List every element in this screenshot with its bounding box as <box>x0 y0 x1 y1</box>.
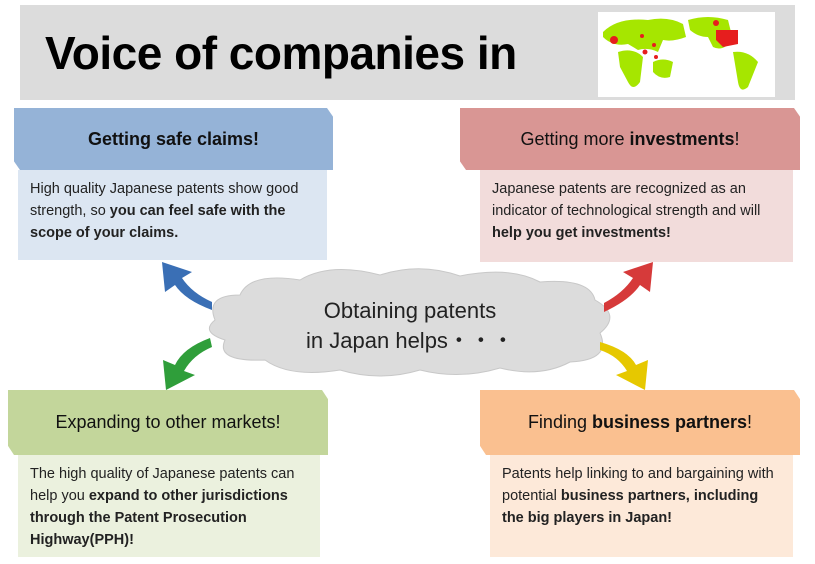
text-segment: ! <box>747 412 752 432</box>
card-heading-safe-claims: Getting safe claims! <box>14 108 333 170</box>
text-segment: Japanese patents are recognized as an in… <box>492 181 760 219</box>
card-body-investments: Japanese patents are recognized as an in… <box>480 170 793 262</box>
text-segment: investments <box>629 129 734 149</box>
center-line-2: in Japan helps・・・ <box>270 326 550 356</box>
arrow-green-icon <box>163 338 212 390</box>
card-heading-other-markets: Expanding to other markets! <box>8 390 328 455</box>
arrow-red-icon <box>604 262 653 312</box>
arrow-yellow-icon <box>600 342 648 390</box>
text-segment: Expanding to other markets! <box>55 412 280 432</box>
text-segment: Finding <box>528 412 592 432</box>
card-heading-business-partners: Finding business partners! <box>480 390 800 455</box>
center-cloud-text: Obtaining patents in Japan helps・・・ <box>270 296 550 356</box>
text-segment: business partners <box>592 412 747 432</box>
text-segment: Getting more <box>520 129 629 149</box>
text-segment: Getting safe claims! <box>88 129 259 149</box>
card-body-other-markets: The high quality of Japanese patents can… <box>18 455 320 557</box>
arrow-blue-icon <box>162 262 212 310</box>
card-body-safe-claims: High quality Japanese patents show good … <box>18 170 327 260</box>
text-segment: help you get investments! <box>492 225 671 241</box>
text-segment: ! <box>735 129 740 149</box>
card-body-business-partners: Patents help linking to and bargaining w… <box>490 455 793 557</box>
center-line-1: Obtaining patents <box>270 296 550 326</box>
card-heading-investments: Getting more investments! <box>460 108 800 170</box>
